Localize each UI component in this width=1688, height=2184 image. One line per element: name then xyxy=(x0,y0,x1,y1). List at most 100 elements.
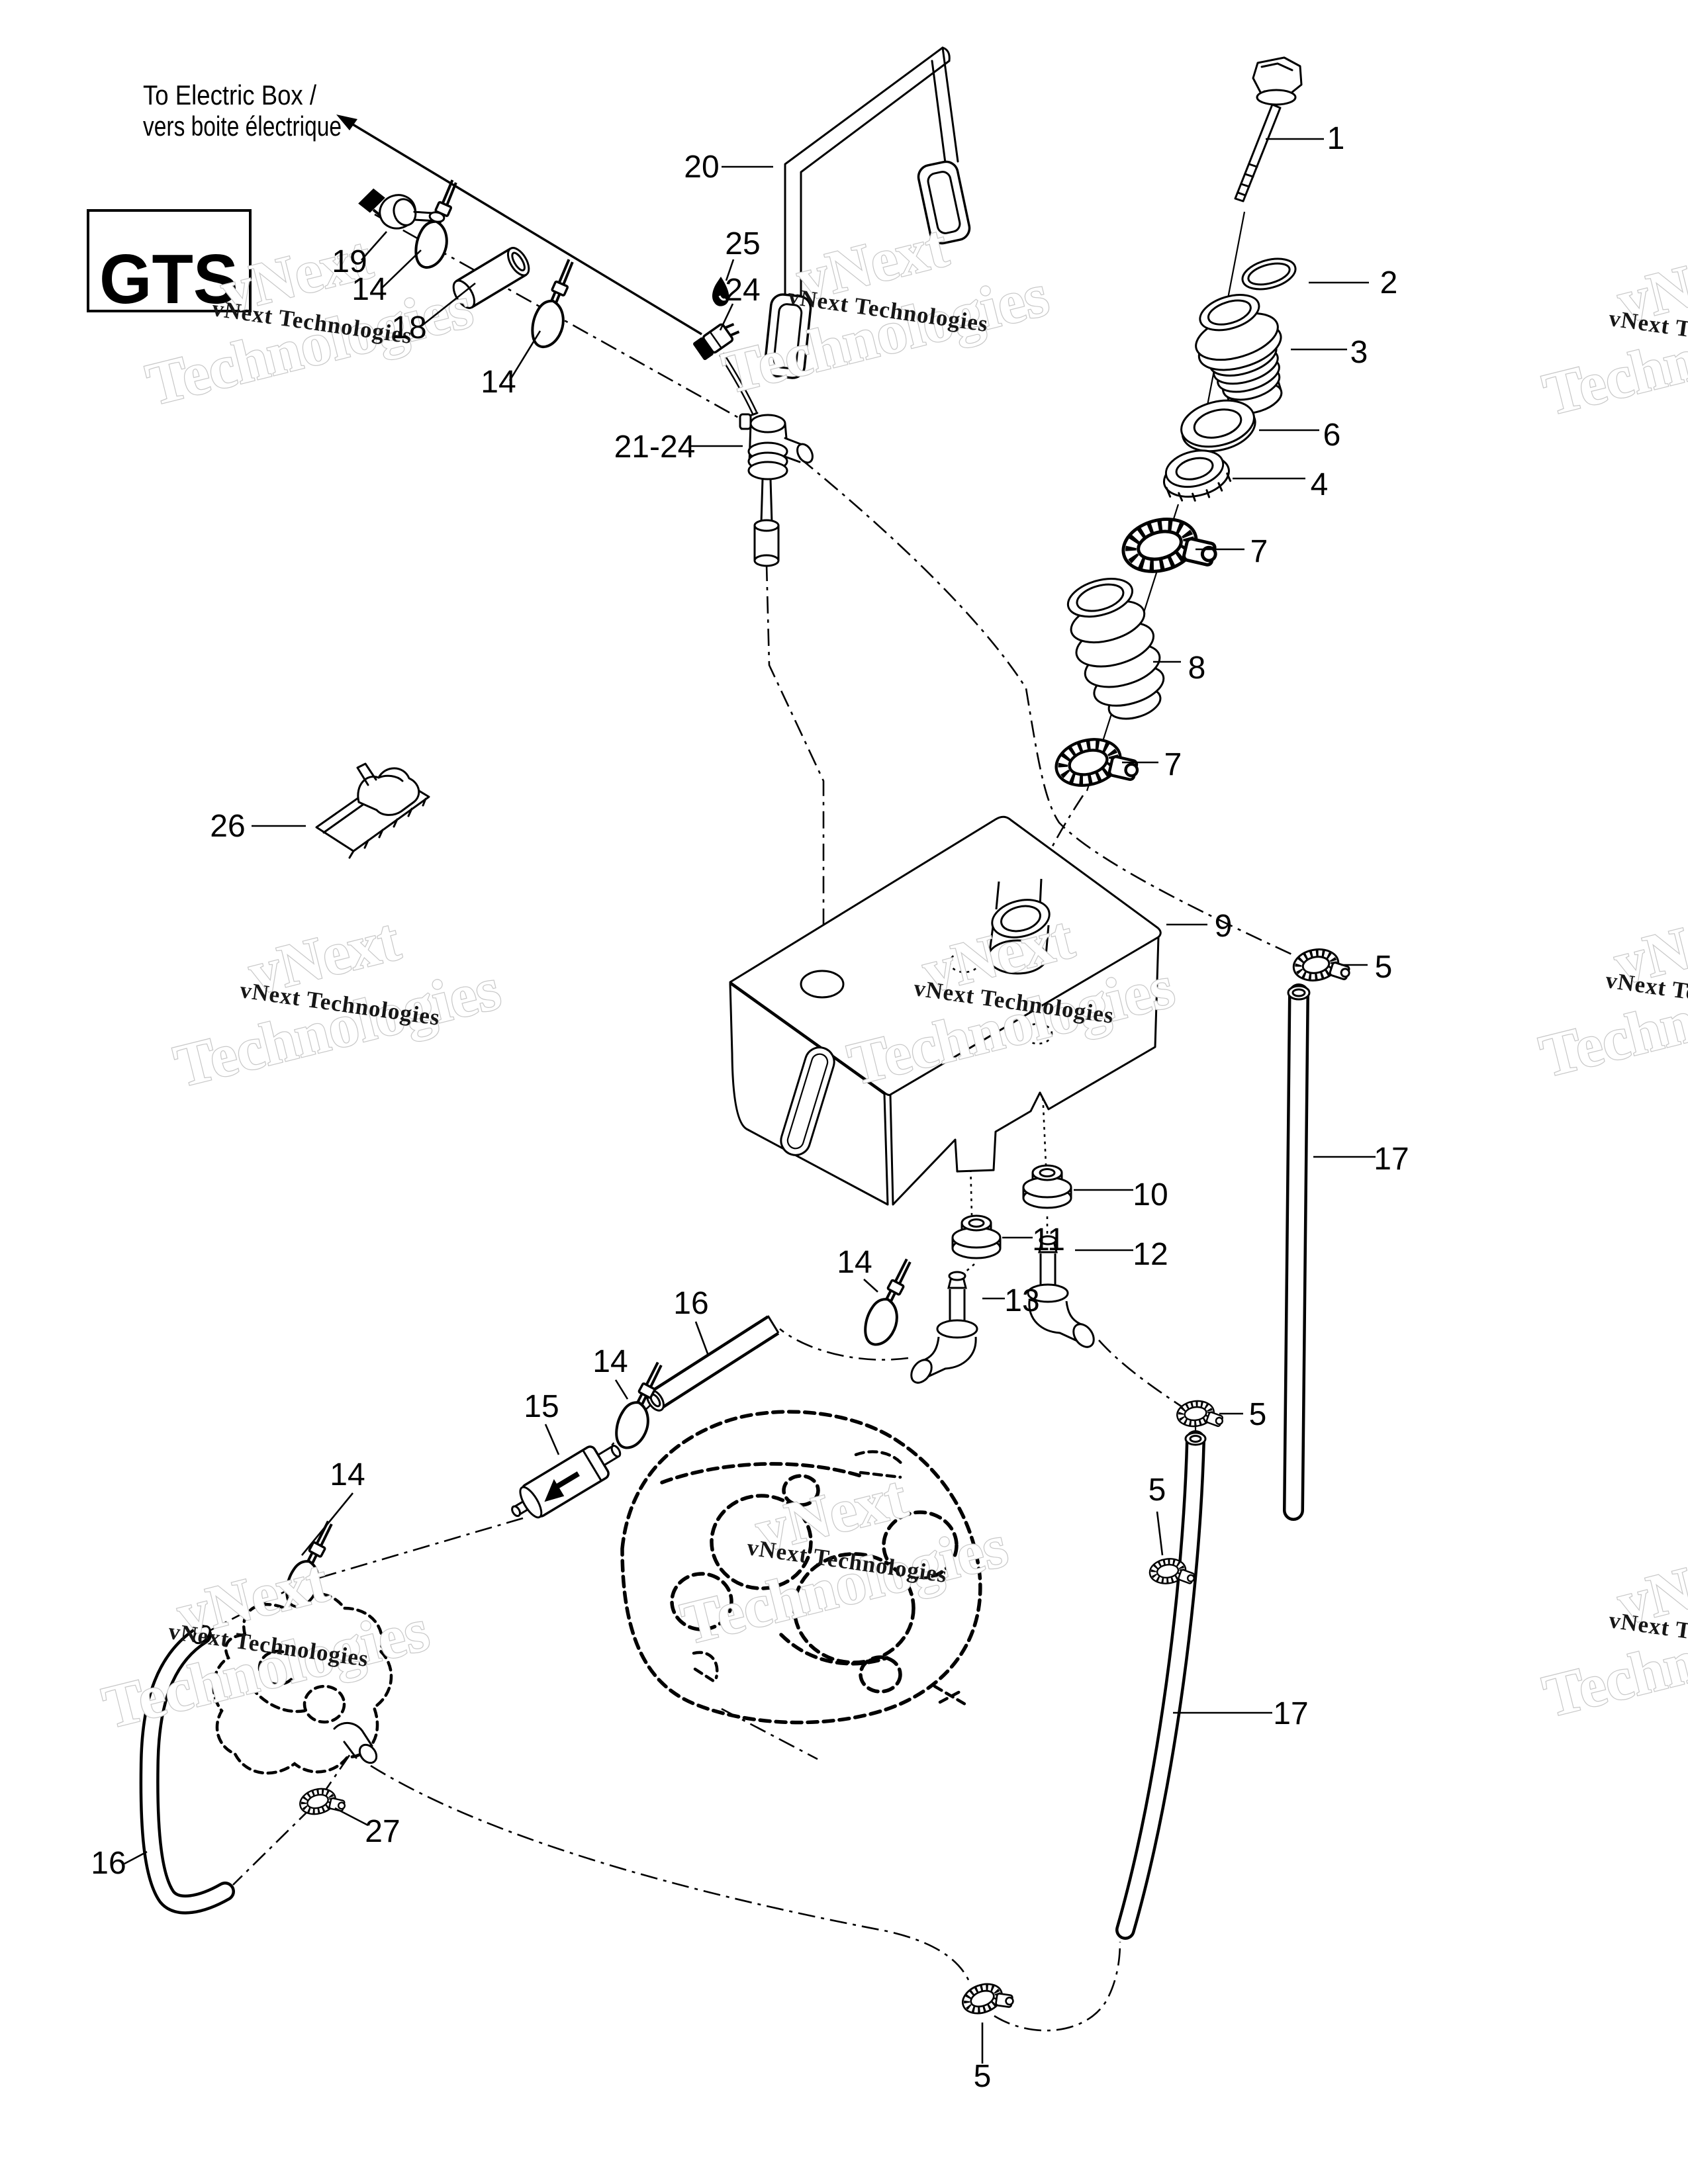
wire-to-fitting xyxy=(719,352,758,414)
callout-leader-line xyxy=(725,259,735,281)
oil-droplet-icon-part-25 xyxy=(712,277,729,306)
bellows-part-8 xyxy=(1066,578,1165,720)
callout-label: 16 xyxy=(673,1286,708,1321)
callout-16: 16 xyxy=(673,1286,710,1356)
callout-14: 14 xyxy=(352,250,422,307)
electric-box-note: To Electric Box / vers boite électrique xyxy=(143,79,342,142)
callout-leader-line xyxy=(124,1850,148,1865)
callout-label: 9 xyxy=(1215,909,1233,944)
callout-15: 15 xyxy=(524,1389,560,1455)
ring-nut-part-4 xyxy=(1162,449,1232,502)
bracket-part-20 xyxy=(763,46,971,379)
callout-7: 7 xyxy=(1196,534,1268,569)
callout-14: 14 xyxy=(592,1344,629,1400)
callout-leader-line xyxy=(381,250,422,289)
callout-label: 7 xyxy=(1250,534,1268,569)
flow-arrow-icon xyxy=(544,1471,580,1502)
callout-12: 12 xyxy=(1075,1237,1168,1272)
callout-label: 14 xyxy=(481,365,516,400)
callout-14: 14 xyxy=(301,1457,365,1556)
callout-label: 4 xyxy=(1311,467,1329,502)
callout-label: 5 xyxy=(1249,1397,1267,1432)
callout-5: 5 xyxy=(1219,1397,1266,1432)
callout-label: 27 xyxy=(365,1814,400,1849)
callout-label: 18 xyxy=(391,310,426,345)
electric-box-arrow xyxy=(336,114,702,336)
callout-leader-line xyxy=(544,1424,560,1455)
callout-14: 14 xyxy=(837,1245,878,1293)
model-badge-box xyxy=(87,209,252,312)
callout-8: 8 xyxy=(1153,651,1205,686)
callout-label: 12 xyxy=(1133,1237,1168,1272)
callout-label: 14 xyxy=(837,1245,872,1280)
callout-label: 7 xyxy=(1164,747,1182,782)
filler-neck-part-3 xyxy=(1195,294,1283,415)
model-badge-text: GTS xyxy=(99,240,238,318)
callout-24: 24 xyxy=(719,273,761,331)
callout-20: 20 xyxy=(684,150,773,185)
callout-3: 3 xyxy=(1291,335,1368,370)
callout-label: 14 xyxy=(592,1344,628,1379)
callout-14: 14 xyxy=(481,330,541,400)
callout-label: 1 xyxy=(1327,121,1345,156)
callout-leader-line xyxy=(334,1807,369,1827)
callout-label: 17 xyxy=(1273,1696,1308,1731)
callout-leader-line xyxy=(694,1321,710,1356)
callout-leader-line xyxy=(614,1379,629,1400)
callout-1: 1 xyxy=(1266,121,1344,156)
callout-4: 4 xyxy=(1233,467,1328,502)
callout-leader-line xyxy=(863,1279,878,1293)
connector-part-24 xyxy=(693,322,740,360)
callout-label: 2 xyxy=(1380,265,1398,300)
callout-leader-line xyxy=(719,303,734,331)
watermark-light-line1: vNext xyxy=(916,903,1080,1006)
callout-label: 8 xyxy=(1188,651,1206,686)
callout-17: 17 xyxy=(1173,1696,1309,1731)
callout-27: 27 xyxy=(334,1807,400,1849)
callout-11: 11 xyxy=(1002,1222,1065,1257)
note-line-1: To Electric Box / xyxy=(143,79,316,111)
washer-part-6 xyxy=(1180,399,1256,453)
callout-19: 19 xyxy=(332,231,387,279)
callout-26: 26 xyxy=(210,809,306,844)
callout-label: 5 xyxy=(1149,1473,1166,1508)
vent-fitting-part-21-24 xyxy=(739,412,814,567)
tank-filler-neck xyxy=(987,878,1051,975)
callout-16: 16 xyxy=(91,1846,148,1881)
callout-10: 10 xyxy=(1074,1177,1168,1212)
callout-5: 5 xyxy=(974,2023,991,2094)
callout-label: 16 xyxy=(91,1846,126,1881)
oil-pump-outline xyxy=(212,1592,393,1775)
dipstick-part-1 xyxy=(1234,56,1303,203)
callout-label: 3 xyxy=(1350,335,1368,370)
callout-label: 15 xyxy=(524,1389,559,1424)
callout-18: 18 xyxy=(391,282,476,345)
callout-leader-line xyxy=(361,231,387,261)
clip-part-26 xyxy=(315,762,430,859)
callout-label: 5 xyxy=(1375,950,1393,985)
callout-label: 11 xyxy=(1032,1222,1065,1257)
callout-label: 24 xyxy=(725,273,760,308)
callout-label: 20 xyxy=(684,150,719,185)
engine-outline xyxy=(620,1410,982,1725)
callout-label: 19 xyxy=(332,244,367,279)
o-ring-part-2 xyxy=(1241,257,1297,291)
callout-leader-line xyxy=(301,1492,354,1556)
callout-6: 6 xyxy=(1259,418,1340,453)
callout-label: 17 xyxy=(1374,1142,1409,1177)
oil-hose-part-16-upper xyxy=(646,1315,780,1412)
callout-leader-line xyxy=(1156,1511,1164,1556)
callout-2: 2 xyxy=(1309,265,1397,300)
callout-label: 10 xyxy=(1133,1177,1168,1212)
model-badge: GTS xyxy=(87,209,252,318)
callout-leader-line xyxy=(420,282,476,328)
oil-level-sensor-part-19 xyxy=(358,188,445,230)
oil-filter-part-15 xyxy=(511,1445,622,1519)
callout-21-24: 21-24 xyxy=(614,430,743,465)
callout-13: 13 xyxy=(982,1283,1040,1318)
callout-label: 25 xyxy=(725,226,760,261)
oil-supply-hose-part-16-lower xyxy=(139,1625,235,1915)
